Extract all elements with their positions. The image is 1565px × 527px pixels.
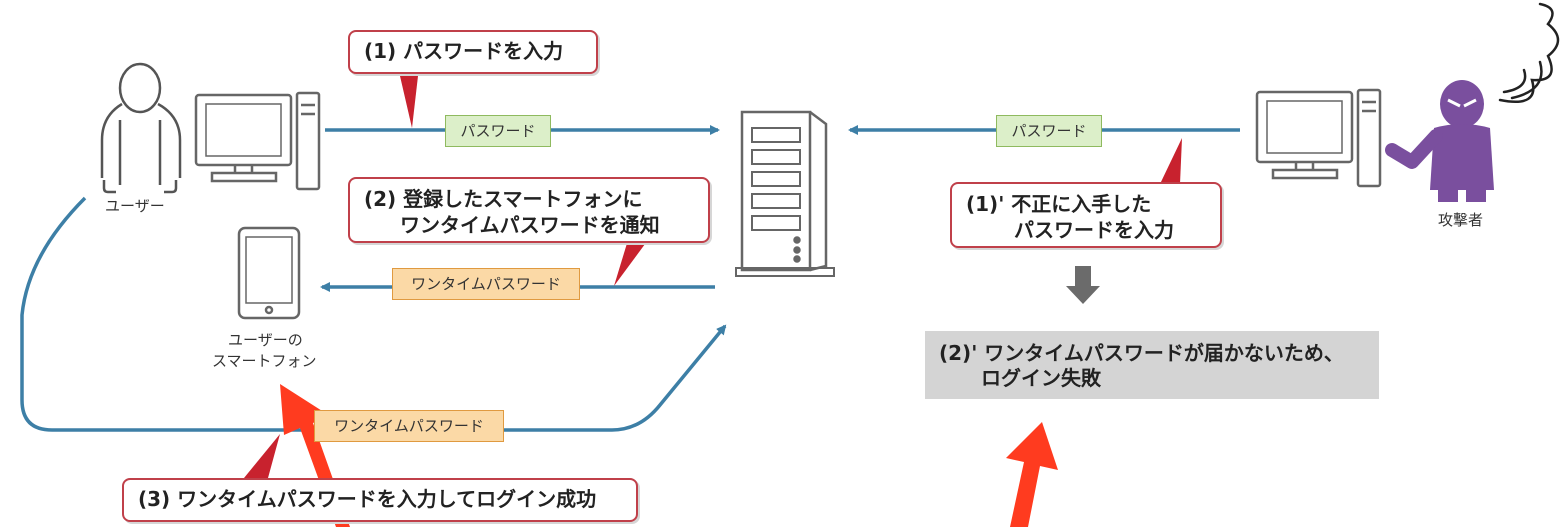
tag-otp-to-phone: ワンタイムパスワード [392,268,580,300]
smartphone-icon [237,226,301,320]
label-attacker: 攻撃者 [1438,211,1484,229]
callout-step1-text: (1) パスワードを入力 [364,39,564,63]
server-icon [735,110,835,277]
down-arrow-icon [1066,266,1100,304]
callout-step2: (2) 登録したスマートフォンに ワンタイムパスワードを通知 [348,177,710,243]
tag-password-attacker: パスワード [996,115,1102,147]
otp-login-flow-arrow [20,196,727,432]
tag-password-user: パスワード [445,115,551,147]
login-failure-box: (2)' ワンタイムパスワードが届かないため、 ログイン失敗 [925,331,1379,399]
callout-attack1-line1: (1)' 不正に入手した [966,192,1152,216]
pointer-step1 [400,76,418,128]
callout-step3-text: (3) ワンタイムパスワードを入力してログイン成功 [138,487,597,511]
red-arrow-right [1006,422,1058,527]
pointer-step3 [244,434,280,478]
callout-step3: (3) ワンタイムパスワードを入力してログイン成功 [122,478,638,522]
callout-step2-line2: ワンタイムパスワードを通知 [400,213,660,237]
pointer-step2 [614,240,648,286]
callout-attack1-line2: パスワードを入力 [1014,218,1174,242]
callout-step2-line1: (2) 登録したスマートフォンに [364,187,643,211]
callout-step1: (1) パスワードを入力 [348,30,598,74]
result-line2: ログイン失敗 [981,366,1101,390]
attacker-computer-icon [1255,88,1382,188]
callout-attack1: (1)' 不正に入手した パスワードを入力 [950,182,1222,248]
label-phone-line2: スマートフォン [212,352,317,370]
tag-otp-from-user: ワンタイムパスワード [314,410,504,442]
tag-password-user-text: パスワード [460,122,536,140]
user-computer-icon [194,91,321,191]
user-figure-icon [100,62,182,194]
label-phone-line1: ユーザーの [228,331,303,349]
attacker-figure-icon [1385,2,1560,202]
label-user: ユーザー [105,197,165,215]
tag-password-attacker-text: パスワード [1011,122,1087,140]
pointer-attack1 [1160,138,1182,184]
tag-otp-from-user-text: ワンタイムパスワード [334,417,484,435]
result-line1: (2)' ワンタイムパスワードが届かないため、 [939,341,1344,365]
callout-pointers [244,76,1182,478]
tag-otp-to-phone-text: ワンタイムパスワード [411,275,561,293]
